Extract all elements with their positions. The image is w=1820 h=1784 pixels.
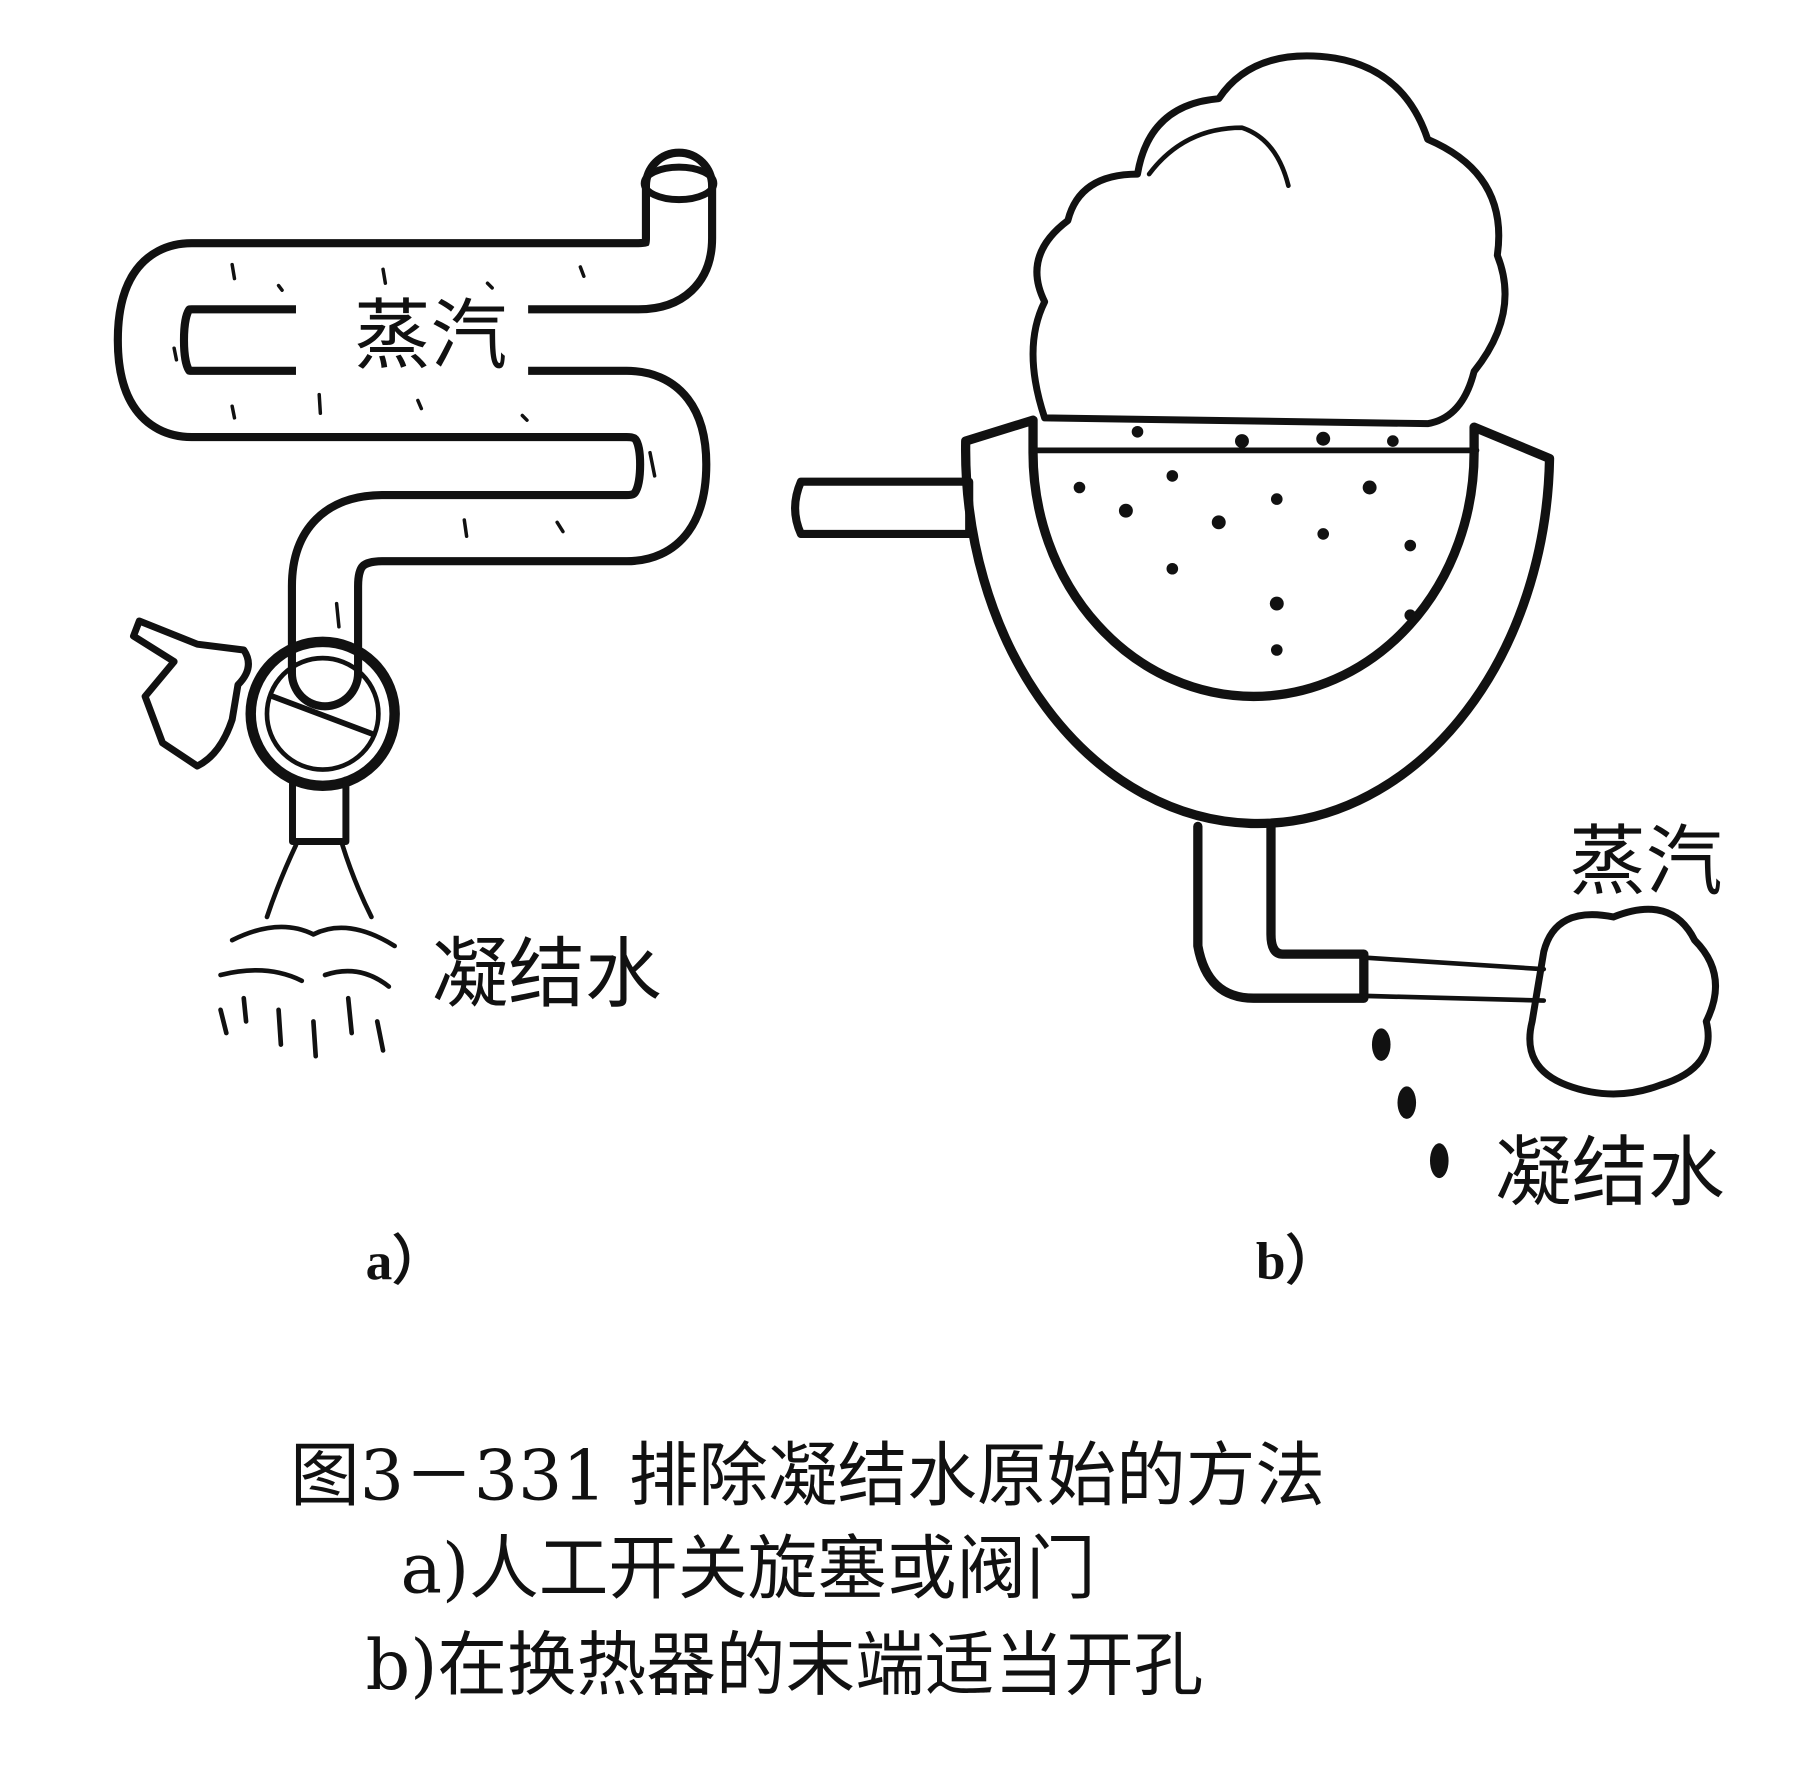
exchanger-bowl (961, 415, 1555, 829)
valve (245, 636, 400, 845)
caption-line-a: a)人工开关旋塞或阀门 (400, 1528, 1095, 1609)
inlet-pipe (791, 477, 974, 538)
steam-cloud (1029, 52, 1509, 428)
condensate-label-b: 凝结水 (1495, 1129, 1725, 1218)
sublabel-b: b） (1256, 1231, 1339, 1291)
caption-title: 图3－331 排除凝结水原始的方法 (290, 1436, 1325, 1517)
steam-jet (1361, 905, 1720, 1098)
condensate-splash (218, 842, 397, 1059)
condensate-drops (1371, 1028, 1449, 1179)
serpentine-pipe (113, 148, 718, 711)
hand-icon (130, 617, 252, 770)
condensate-label-a: 凝结水 (432, 931, 662, 1020)
steam-label-b: 蒸汽 (1569, 818, 1722, 907)
outlet-pipe (1193, 821, 1369, 1003)
steam-label-a: 蒸汽 (354, 292, 507, 381)
sublabel-a: a） (366, 1231, 446, 1291)
caption-line-b: b)在换热器的末端适当开孔 (366, 1625, 1204, 1706)
